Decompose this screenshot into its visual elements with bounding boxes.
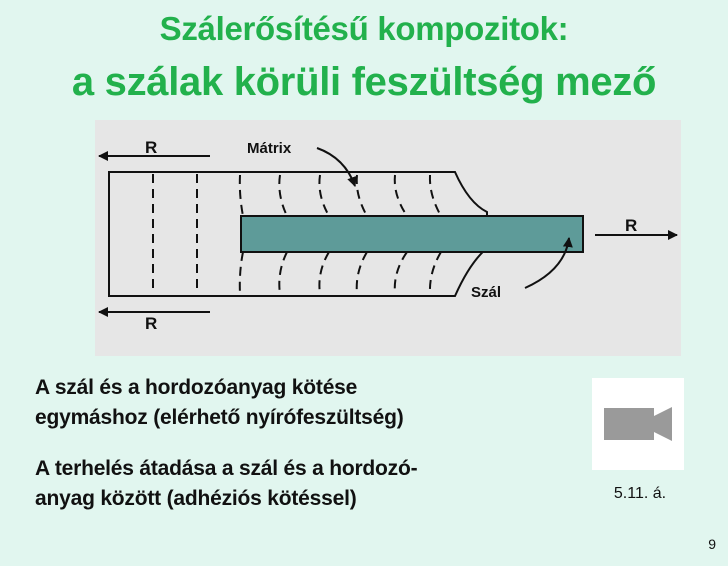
label-r-right: R <box>625 216 638 235</box>
fiber-stress-diagram: R R R Mátrix Szál <box>95 120 681 356</box>
bullet-2-line2: anyag között (adhéziós kötéssel) <box>35 487 357 510</box>
bullet-2: A terhelés átadása a szál és a hordozó- … <box>35 454 418 514</box>
stress-lines <box>152 174 442 295</box>
diagram-drawing <box>98 147 678 317</box>
media-caption: 5.11. á. <box>613 485 667 502</box>
page-number: 9 <box>708 536 716 552</box>
bullet-1: A szál és a hordozóanyag kötése egymásho… <box>35 373 404 433</box>
bullet-2-line1: A terhelés átadása a szál és a hordozó- <box>35 457 418 480</box>
matrix-pointer <box>316 147 357 187</box>
label-r-top: R <box>145 138 158 157</box>
bullet-1-line1: A szál és a hordozóanyag kötése <box>35 376 358 399</box>
label-matrix: Mátrix <box>247 140 292 157</box>
fiber-pointer <box>524 237 573 289</box>
slide-title-line2: a szálak körüli feszültség mező <box>71 60 657 104</box>
label-r-bottom: R <box>145 314 158 333</box>
video-camera-icon <box>604 407 672 441</box>
video-button[interactable] <box>592 378 684 470</box>
bullet-1-line2: egymáshoz (elérhető nyírófeszültség) <box>35 406 404 429</box>
slide-title-line1: Szálerősítésű kompozitok: <box>159 10 569 47</box>
label-fiber: Szál <box>471 284 502 301</box>
fiber <box>240 215 584 253</box>
